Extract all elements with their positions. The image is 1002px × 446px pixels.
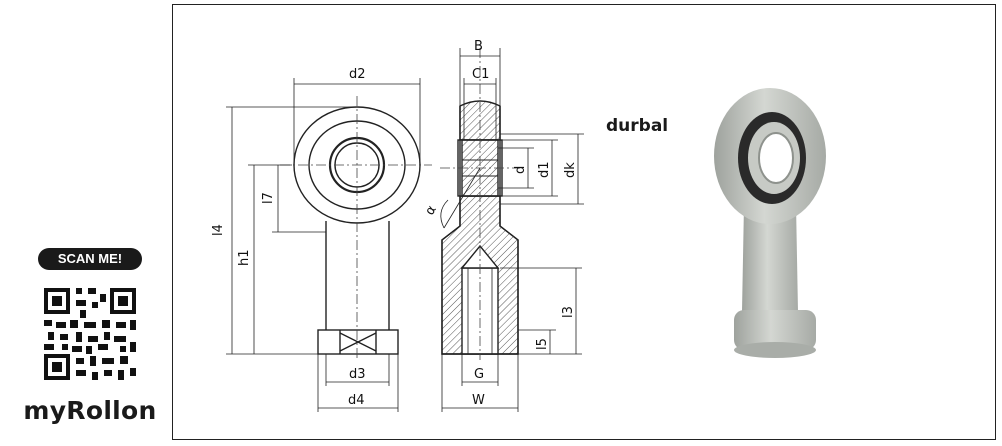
dim-d4: d4 [348, 393, 365, 408]
dim-W: W [472, 393, 485, 408]
dim-C1: C1 [472, 67, 489, 82]
drawing-frame [172, 4, 996, 440]
dim-d: d [513, 166, 528, 174]
side-dimension-lines [440, 48, 584, 412]
dim-d1: d1 [537, 161, 552, 178]
dim-B: B [474, 39, 483, 54]
qr-code[interactable] [40, 284, 140, 384]
dim-h1: h1 [237, 249, 252, 266]
dim-l5: l5 [535, 338, 550, 350]
dim-l4: l4 [211, 224, 226, 236]
dim-l7: l7 [261, 192, 276, 204]
dim-G: G [474, 367, 484, 382]
dim-dk: dk [563, 162, 578, 178]
qr-panel: SCAN ME! myRollon [0, 0, 172, 446]
dim-d2: d2 [349, 67, 366, 82]
dim-l3: l3 [561, 306, 576, 318]
front-centerlines [280, 96, 432, 360]
durbal-logo: durbal [606, 116, 669, 136]
scan-me-badge: SCAN ME! [38, 248, 142, 270]
dim-alpha: α [422, 203, 439, 218]
rod-end-photo [714, 88, 826, 358]
myrollon-brand: myRollon [23, 396, 157, 425]
dim-d3: d3 [349, 367, 366, 382]
front-dimension-lines [226, 78, 421, 412]
